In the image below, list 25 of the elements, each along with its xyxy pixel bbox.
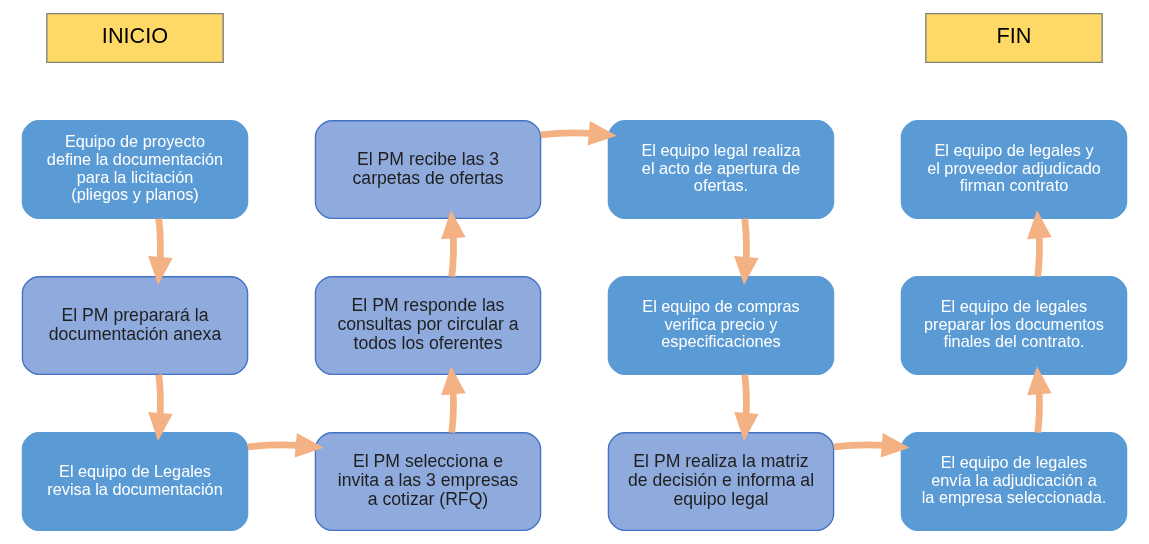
arrow (1027, 366, 1052, 433)
node-box: El PM realiza la matriz de decisión e informa al equipo legal (607, 432, 835, 532)
node-box: INICIO (46, 12, 224, 64)
arrow (1027, 210, 1052, 277)
node-box: El PM preparará la documentación anexa (21, 276, 249, 376)
node-box: El PM selecciona e invita a las 3 empresas a cotizar (RFQ) (314, 432, 542, 532)
node-box: El PM recibe las 3 carpetas de ofertas (314, 120, 542, 220)
arrow (148, 218, 173, 286)
node-box: El equipo de legales preparar los documentos finales del contrato. (900, 276, 1128, 376)
arrow (441, 210, 466, 277)
node-box: FIN (925, 12, 1103, 64)
arrow (540, 120, 617, 146)
arrow (148, 374, 173, 442)
arrow (833, 432, 910, 458)
node-box: El equipo de legales y el proveedor adjudicado firman contrato (900, 120, 1128, 220)
node-box: El equipo de Legales revisa la documentación (21, 432, 249, 532)
node-box: Equipo de proyecto define la documentación para la licitación (pliegos y planos) (21, 120, 249, 220)
node-box: El PM responde las consultas por circular a todos los oferentes (314, 276, 542, 376)
node-box: El equipo de legales envía la adjudicación a la empresa seleccionada. (900, 432, 1128, 532)
arrow (441, 366, 466, 433)
arrow (734, 374, 759, 442)
arrow (247, 432, 324, 458)
arrow (734, 218, 759, 286)
node-box: El equipo legal realiza el acto de apertura de ofertas. (607, 120, 835, 220)
node-box: El equipo de compras verifica precio y especificaciones (607, 276, 835, 376)
